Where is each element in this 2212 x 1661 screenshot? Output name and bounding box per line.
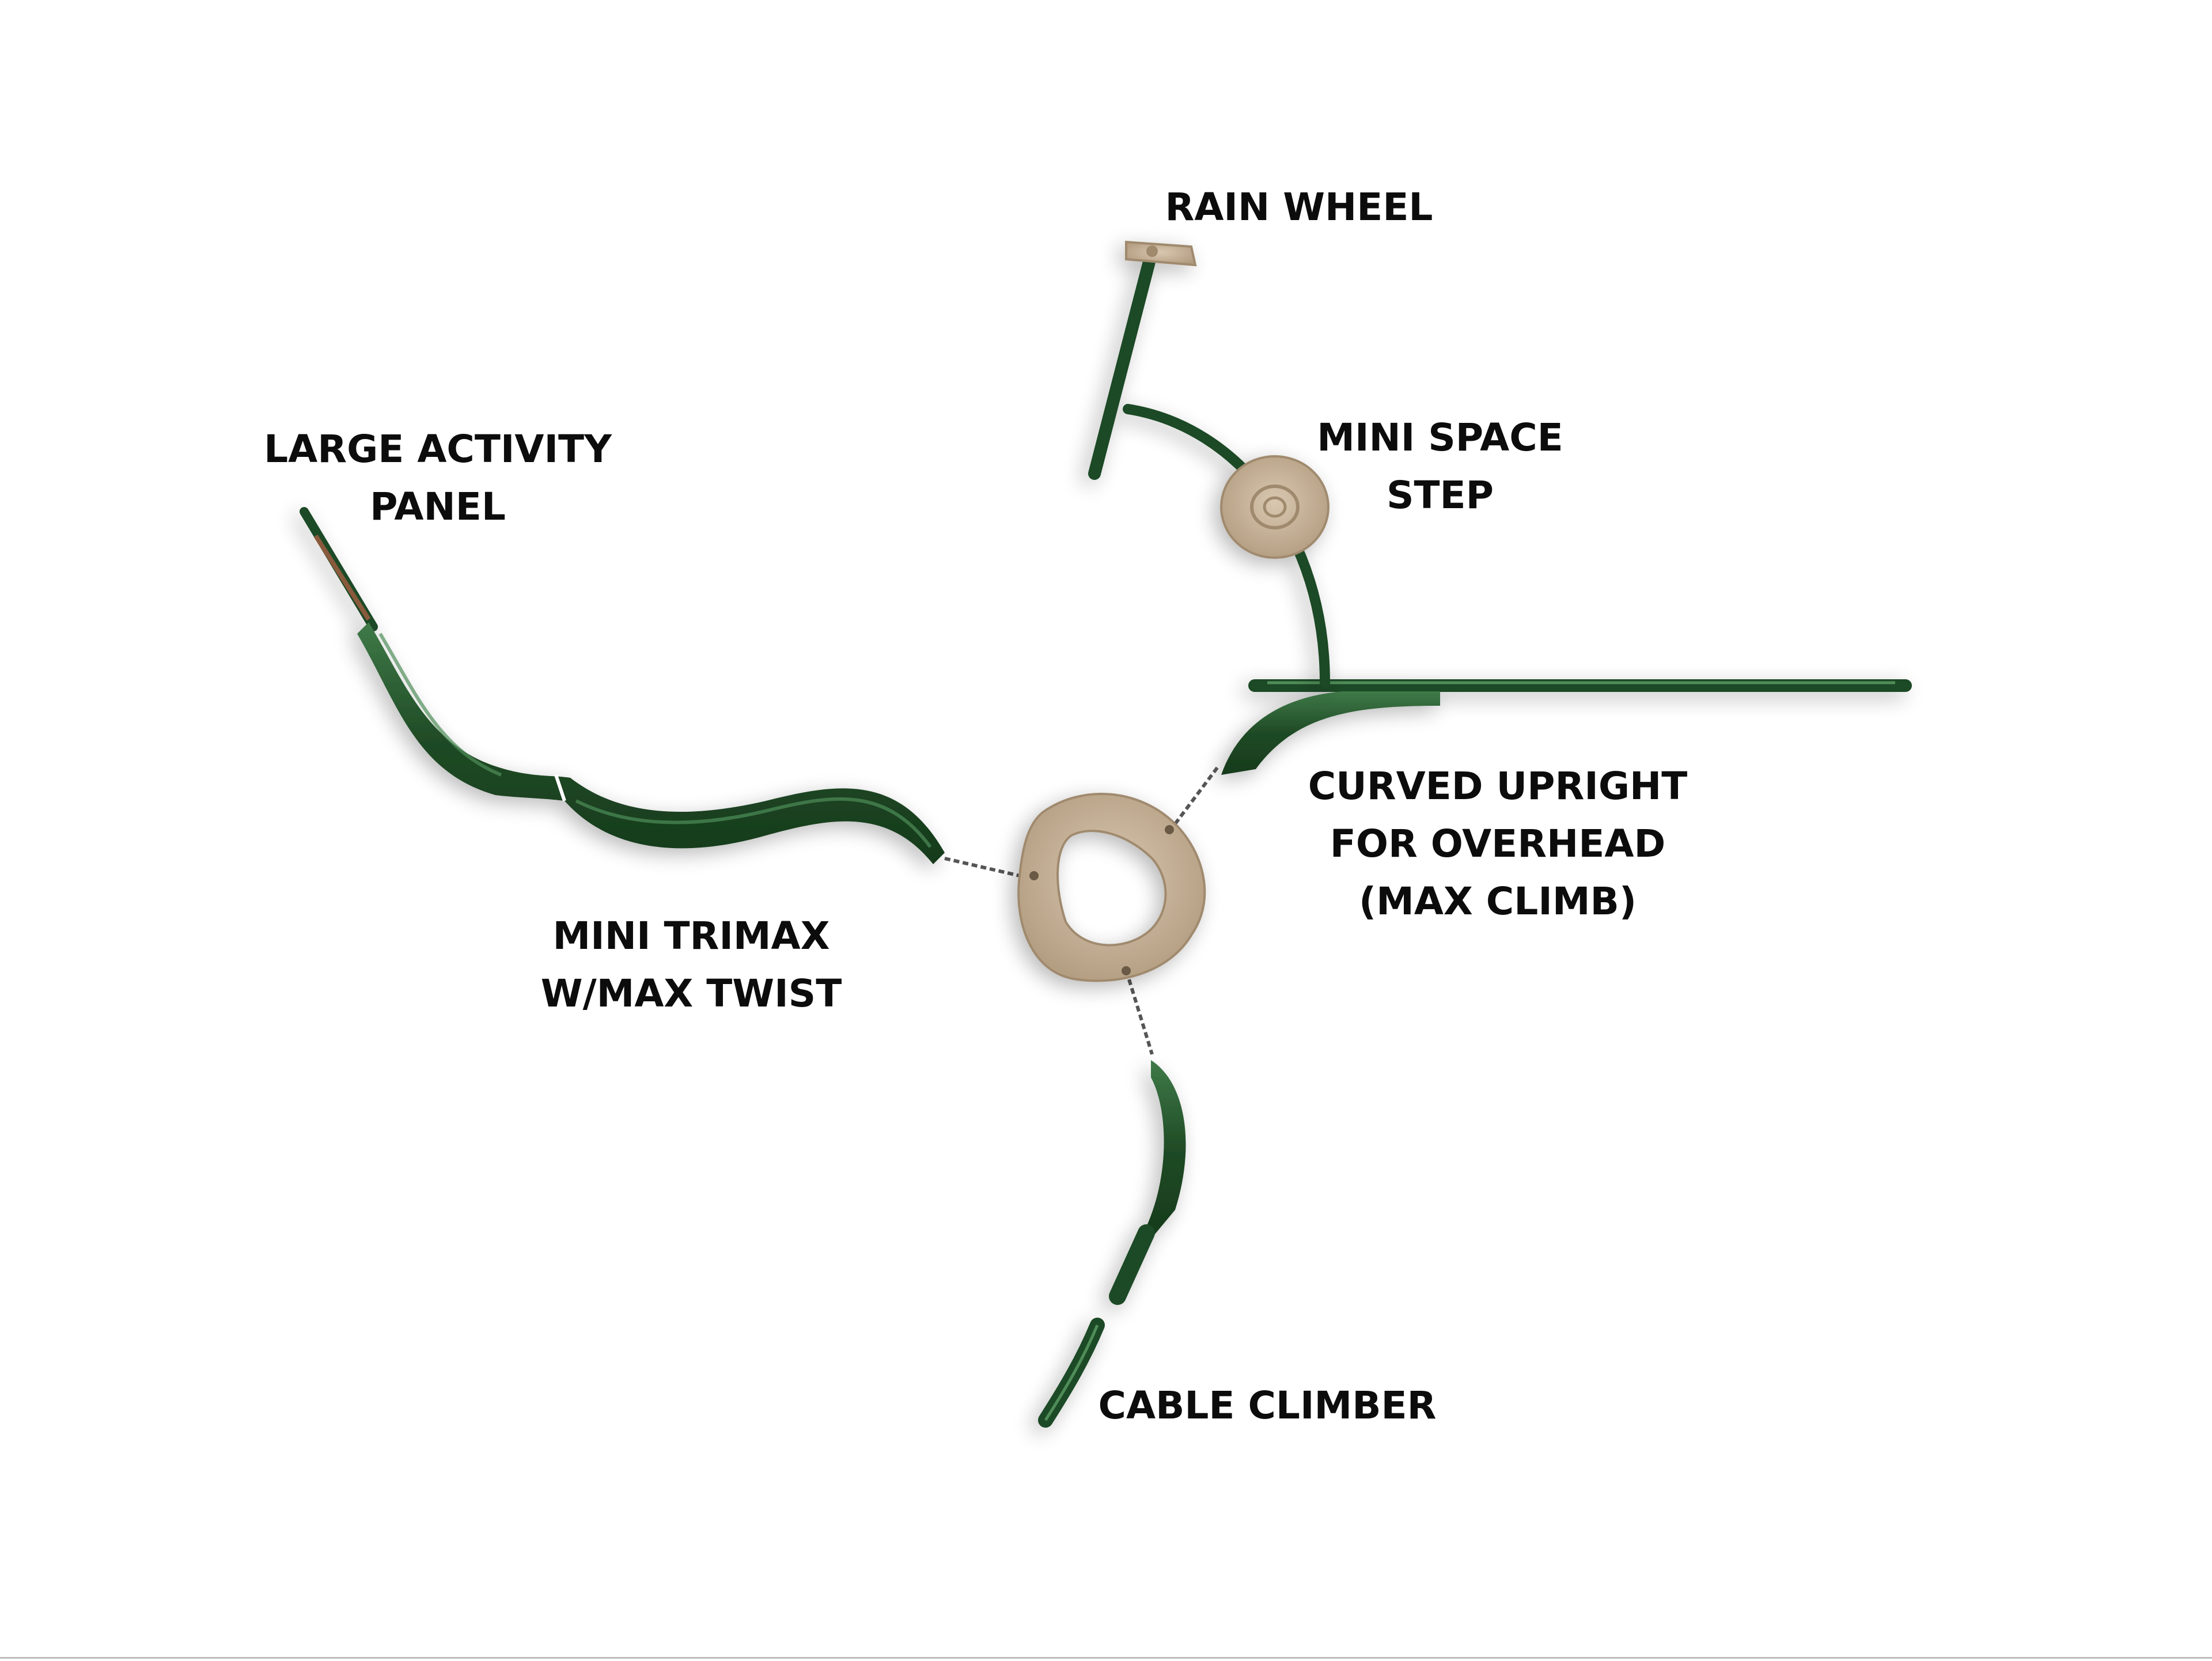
label-mini-trimax: MINI TRIMAX W/MAX TWIST <box>507 907 876 1023</box>
label-large-activity-panel-line2: PANEL <box>370 485 506 529</box>
bottom-divider <box>0 1657 2212 1659</box>
rain-wheel-assembly <box>1088 240 1330 688</box>
mini-trimax-hub <box>1017 793 1206 982</box>
label-mini-space-step-line2: STEP <box>1386 473 1494 517</box>
label-cable-climber-text: CABLE CLIMBER <box>1098 1383 1437 1428</box>
activity-panel-face <box>313 534 371 621</box>
label-curved-upright: CURVED UPRIGHT FOR OVERHEAD (MAX CLIMB) <box>1267 758 1728 930</box>
curved-upright-overhead <box>1221 679 1912 775</box>
label-rain-wheel-text: RAIN WHEEL <box>1165 185 1433 229</box>
label-large-activity-panel-line1: LARGE ACTIVITY <box>264 427 612 471</box>
label-curved-upright-line3: (MAX CLIMB) <box>1359 879 1637 924</box>
mini-trimax-twist-body <box>357 622 945 864</box>
label-curved-upright-line2: FOR OVERHEAD <box>1330 822 1666 866</box>
label-mini-space-step: MINI SPACE STEP <box>1285 409 1596 524</box>
curved-upright-body <box>1221 691 1440 775</box>
mini-space-step-icon <box>1220 455 1330 559</box>
cable-climber-mid <box>1109 1224 1155 1305</box>
connector-cables <box>944 765 1220 1055</box>
label-mini-trimax-line2: W/MAX TWIST <box>540 971 842 1016</box>
rain-wheel-post <box>1088 244 1158 480</box>
rain-wheel-icon <box>1125 240 1197 267</box>
cable-climber-arm <box>1038 1060 1186 1428</box>
label-rain-wheel: RAIN WHEEL <box>1149 179 1449 236</box>
cable-climber-upper <box>1143 1060 1186 1244</box>
large-activity-panel-arm <box>300 507 945 864</box>
label-curved-upright-line1: CURVED UPRIGHT <box>1308 764 1688 808</box>
mini-trimax-highlight <box>378 633 932 848</box>
label-cable-climber: CABLE CLIMBER <box>1071 1377 1463 1435</box>
label-large-activity-panel: LARGE ACTIVITY PANEL <box>230 421 645 536</box>
label-mini-space-step-line1: MINI SPACE <box>1317 415 1563 460</box>
label-mini-trimax-line1: MINI TRIMAX <box>552 914 830 958</box>
trimax-ring <box>1017 793 1206 982</box>
